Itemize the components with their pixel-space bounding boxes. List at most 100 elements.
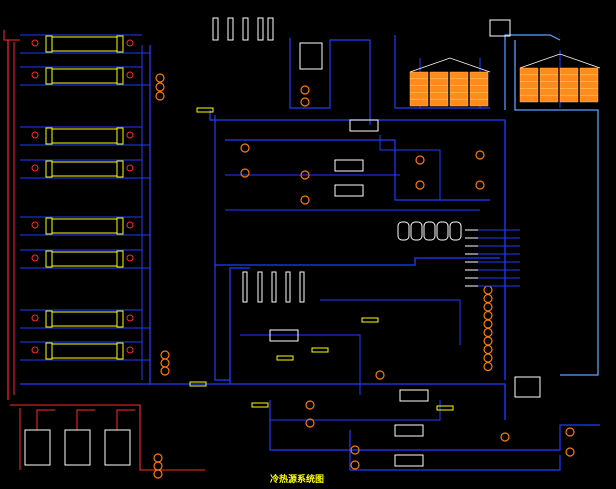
chiller-end-cap — [45, 250, 53, 268]
water-tank — [489, 19, 511, 37]
valve-icon — [31, 254, 39, 262]
pump-symbol-icon — [475, 150, 485, 160]
valve-icon — [126, 39, 134, 47]
valve-icon — [31, 164, 39, 172]
pump-symbol-icon — [483, 319, 493, 329]
tower-roof — [519, 53, 601, 69]
pump-symbol-icon — [300, 85, 310, 95]
chiller-unit — [51, 161, 118, 177]
valve-icon — [31, 39, 39, 47]
plate-heat-exchanger — [334, 159, 364, 172]
cooling-tower-icon — [519, 53, 601, 103]
pump-symbol-icon — [565, 427, 575, 437]
filter-column — [242, 271, 248, 303]
plate-heat-exchanger — [394, 454, 424, 467]
boiler-loop — [10, 404, 205, 471]
lower-loop — [269, 400, 600, 451]
valve-icon — [31, 131, 39, 139]
flow-meter — [311, 347, 329, 353]
pump-symbol-icon — [415, 155, 425, 165]
chiller-unit — [51, 251, 118, 267]
flow-meter — [196, 107, 214, 113]
pump-symbol-icon — [483, 293, 493, 304]
chiller-end-cap — [116, 35, 124, 53]
cooling-tower-icon — [409, 57, 491, 107]
pump-symbol-icon — [350, 460, 360, 470]
pump-symbol-icon — [475, 180, 485, 190]
cooling-tower-cell — [579, 67, 599, 103]
chiller-end-cap — [116, 67, 124, 85]
valve-icon — [31, 71, 39, 79]
bottom-header — [230, 383, 506, 420]
chiller-unit — [51, 343, 118, 359]
water-separator — [423, 221, 436, 241]
valve-icon — [126, 314, 134, 322]
valve-icon — [126, 254, 134, 262]
secondary-branch — [379, 135, 441, 200]
pump-symbol-icon — [483, 353, 493, 363]
chiller-end-cap — [45, 35, 53, 53]
filter-column — [242, 17, 249, 41]
chiller-end-cap — [116, 342, 124, 360]
valve-icon — [126, 164, 134, 172]
pump-symbol-icon — [160, 366, 170, 376]
chiller-unit — [51, 36, 118, 52]
expansion-tank — [514, 376, 541, 398]
plate-heat-exchanger — [334, 184, 364, 197]
pump-symbol-icon — [300, 97, 310, 107]
pump-symbol-icon — [483, 310, 493, 321]
plate-heat-exchanger — [399, 389, 429, 402]
pump-symbol-icon — [155, 82, 165, 92]
flow-meter — [189, 381, 207, 387]
water-separator — [410, 221, 423, 241]
pump-symbol-icon — [153, 453, 163, 463]
boiler-icon — [64, 429, 91, 466]
valve-icon — [31, 314, 39, 322]
filter-column — [212, 17, 219, 41]
chiller-end-cap — [45, 310, 53, 328]
pump-symbol-icon — [483, 327, 493, 338]
chiller-end-cap — [116, 250, 124, 268]
pump-symbol-icon — [240, 168, 250, 178]
water-separator — [449, 221, 462, 241]
pump-symbol-icon — [500, 432, 510, 442]
flow-meter — [436, 405, 454, 411]
filter-column — [285, 271, 291, 303]
filter-column — [257, 271, 263, 303]
chiller-end-cap — [45, 67, 53, 85]
valve-icon — [126, 71, 134, 79]
valve-icon — [31, 346, 39, 354]
tower-roof — [409, 57, 491, 73]
pump-symbol-icon — [300, 170, 310, 180]
cooling-tower-cell — [409, 71, 429, 107]
chilled-water-main — [209, 110, 506, 380]
pump-symbol-icon — [305, 418, 315, 428]
cooling-tower-cell — [429, 71, 449, 107]
cooling-tower-cell — [469, 71, 489, 107]
filter-column — [267, 17, 274, 41]
pump-symbol-icon — [483, 344, 493, 355]
distribution-header — [215, 257, 500, 266]
pump-symbol-icon — [153, 469, 163, 479]
valve-icon — [31, 221, 39, 229]
water-separator — [397, 221, 410, 241]
boiler-flue — [116, 409, 135, 430]
chilled-water-branch — [214, 115, 230, 381]
filter-column — [227, 17, 234, 41]
pump-symbol-icon — [415, 180, 425, 190]
cooling-tower-supply — [394, 35, 490, 109]
chiller-unit — [51, 68, 118, 84]
lower-branch — [270, 400, 441, 421]
boiler-flue — [36, 409, 55, 430]
cooling-tower-cell — [559, 67, 579, 103]
chiller-unit — [51, 128, 118, 144]
cooling-tower-cell — [519, 67, 539, 103]
pump-symbol-icon — [155, 73, 165, 83]
cooling-tower-inlet — [504, 34, 561, 110]
valve-icon — [126, 131, 134, 139]
plate-heat-exchanger — [269, 329, 299, 342]
water-separator — [436, 221, 449, 241]
cooling-tower-cell — [449, 71, 469, 107]
pump-symbol-icon — [350, 445, 360, 455]
